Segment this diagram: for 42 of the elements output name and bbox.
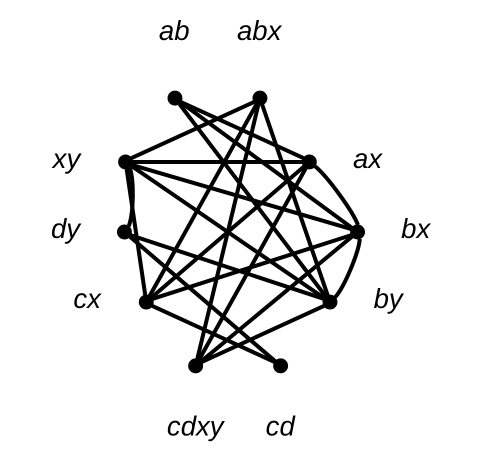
- connector: [196, 166, 308, 360]
- connector: [130, 232, 324, 300]
- node-circle: [252, 90, 267, 106]
- node-circle: [138, 294, 154, 309]
- node-circle: [167, 90, 182, 106]
- node-circle: [301, 154, 316, 169]
- node-label: cx: [72, 282, 100, 314]
- node-label: ax: [352, 142, 382, 174]
- node-circle: [188, 358, 203, 373]
- node-circle: [116, 224, 132, 239]
- connector: [150, 164, 305, 299]
- node-circle: [272, 358, 288, 373]
- node-circle: [322, 294, 337, 309]
- node-label: cd: [265, 410, 294, 442]
- connector: [124, 168, 147, 295]
- connector: [313, 164, 360, 226]
- connector: [128, 234, 276, 362]
- connector: [132, 159, 302, 164]
- connector: [260, 104, 330, 296]
- connector: [194, 104, 260, 360]
- connector: [200, 304, 325, 364]
- connector: [179, 100, 304, 160]
- connector: [178, 100, 353, 230]
- node-label: ab: [158, 14, 190, 46]
- node-label: xy: [52, 142, 80, 174]
- connector: [152, 232, 352, 300]
- node-circle: [118, 154, 133, 169]
- connector: [131, 162, 352, 230]
- connector: [130, 100, 254, 160]
- connector: [130, 164, 325, 300]
- node-label: bx: [400, 212, 430, 244]
- connector: [126, 166, 134, 227]
- connector: [177, 102, 327, 298]
- connector: [150, 304, 276, 364]
- node-label: dy: [50, 212, 80, 244]
- node-circle: [350, 224, 365, 239]
- node-label: by: [373, 282, 402, 314]
- node-label: cdxy: [166, 410, 224, 442]
- node-label: abx: [236, 14, 281, 46]
- connector: [148, 102, 258, 296]
- connector: [199, 234, 353, 362]
- connector: [333, 238, 362, 298]
